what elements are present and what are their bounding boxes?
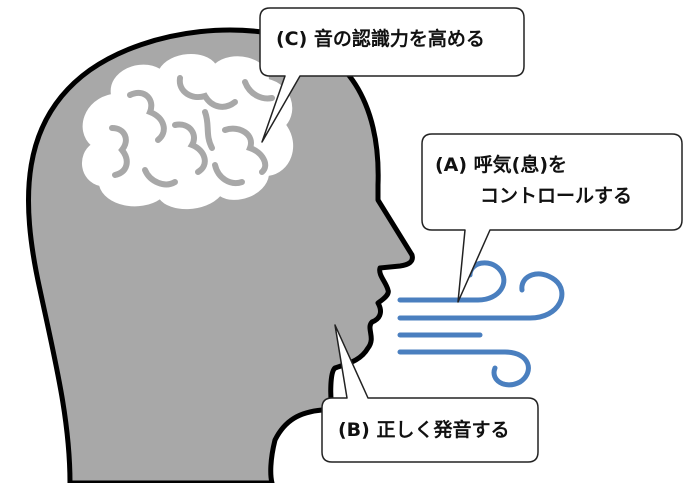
- callout-c-label: (C) 音の認識力を高める: [276, 28, 485, 50]
- callout-a-line2: コントロールする: [480, 185, 633, 207]
- bubble-b: [321, 324, 539, 463]
- callout-a-line1: (A) 呼気(息)を: [435, 154, 568, 176]
- brain-icon: [82, 53, 294, 210]
- bubble-a: [421, 133, 683, 303]
- bubble-c: [259, 7, 525, 143]
- callout-b-text: (B) 正しく発音する: [338, 415, 509, 446]
- callout-b-label: (B) 正しく発音する: [338, 419, 510, 441]
- callout-c-text: (C) 音の認識力を高める: [276, 24, 485, 55]
- breath-wind-icon: [397, 260, 565, 388]
- callout-a-text: (A) 呼気(息)を コントロールする: [435, 150, 632, 212]
